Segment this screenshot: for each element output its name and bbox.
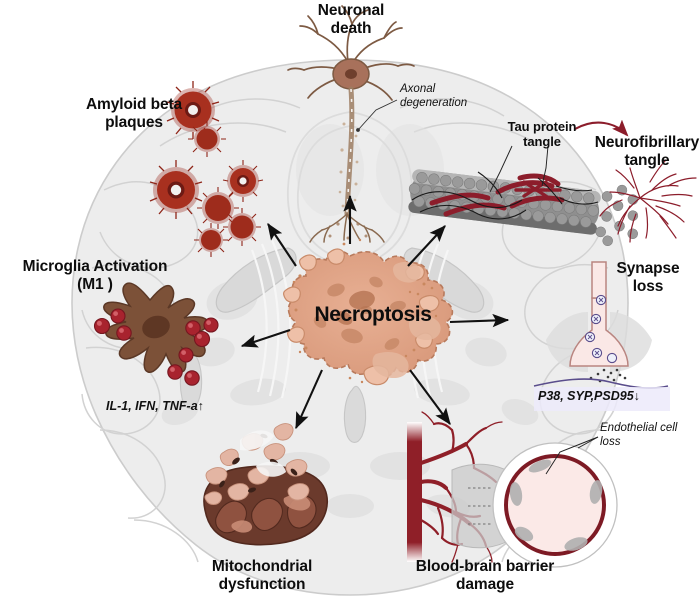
arrow-to-synapse-loss [449,313,510,328]
label-microglia-activation: Microglia Activation (M1 ) [0,258,190,293]
label-neuronal-death: Neuronal death [288,2,414,37]
neurofibrillary-tangle-illustration [599,159,697,243]
label-bbb-line2: damage [456,575,514,593]
label-mitochondrial-dysfunction: Mitochondrial dysfunction [182,558,342,593]
label-neuronal-death-line2: death [330,19,372,37]
microglia-illustration [93,282,219,386]
arrow-to-bbb-damage [409,369,451,426]
label-bbb-damage: Blood-brain barrier damage [396,558,574,593]
label-synapse-line1: Synapse [616,260,680,277]
corpus-callosum-wings [179,247,485,443]
annotation-tau-line2: tangle [523,133,561,149]
arrow-to-microglia [240,329,291,348]
label-microglia-line2: (M1 ) [77,275,113,293]
label-nft-line1: Neurofibrillary [594,134,700,151]
label-microglia-line1: Microglia Activation [22,258,168,275]
label-amyloid-line1: Amyloid beta [85,96,183,113]
arrow-to-amyloid-plaques [267,222,297,267]
label-bbb-line1: Blood-brain barrier [415,558,555,575]
annotation-endo-line2: loss [600,435,621,448]
label-neurofibrillary-tangle: Neurofibrillary tangle [594,134,700,169]
annotation-axonal-line1: Axonal [400,83,436,95]
tau-microtubule-illustration [408,119,639,247]
label-mito-line2: dysfunction [218,575,306,593]
label-mito-line1: Mitochondrial [211,558,313,575]
bbb-illustration [407,411,618,568]
annotation-endothelial-cell-loss: Endothelial cell loss [600,422,700,450]
arrow-to-mitochondrial-dysfunction [295,369,323,430]
annotation-cytokines: IL-1, IFN, TNF-a↑ [106,399,204,413]
dying-neuron-illustration [287,5,415,243]
label-nft-line2: tangle [624,151,670,169]
annotation-axonal-line2: degeneration [400,96,468,109]
label-amyloid-beta-plaques: Amyloid beta plaques [60,96,208,131]
arrow-to-neurofibrillary-tangle [407,225,446,267]
amyloid-beta-plaques-illustration [149,81,264,257]
label-neuronal-death-line1: Neuronal [317,2,385,19]
mitochondrion-illustration [203,423,329,546]
label-necroptosis-center: Necroptosis [314,303,432,326]
annotation-tau-line1: Tau protein [507,119,577,134]
annotation-endo-line1: Endothelial cell [600,422,678,434]
label-synapse-loss: Synapse loss [602,260,694,295]
annotation-axonal-degeneration: Axonal degeneration [400,83,496,111]
synapse-illustration [533,261,670,411]
necroptosis-cell [283,238,454,386]
label-synapse-line2: loss [632,277,664,295]
annotation-synaptic-markers: P38, SYP,PSD95↓ [538,389,640,403]
annotation-tau-protein-tangle: Tau protein tangle [484,119,600,150]
radial-arrows [240,194,510,430]
label-amyloid-line2: plaques [105,113,163,131]
